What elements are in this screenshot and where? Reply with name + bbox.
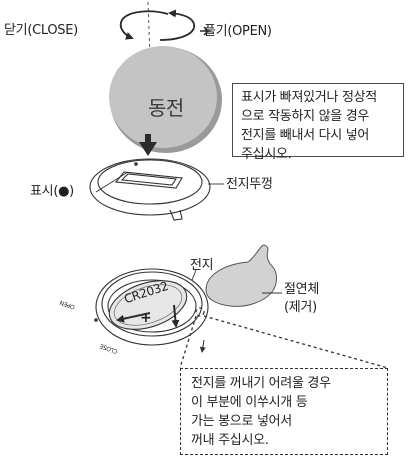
note-line: 주십시오. — [241, 147, 292, 162]
cover-mark — [134, 162, 138, 166]
note-line: 전지를 빼내서 다시 넣어 — [241, 128, 370, 143]
open-arrow-icon — [200, 26, 210, 36]
holder-mark — [94, 318, 98, 322]
rotation-arrows — [119, 9, 195, 41]
battery-slide-arrow — [116, 312, 151, 323]
tip-line: 꺼내 주십시오. — [191, 433, 269, 448]
close-rotation-arrow — [119, 10, 169, 40]
cover-slot — [114, 171, 183, 189]
battery-leader — [191, 269, 197, 281]
tip-line: 가는 봉으로 넣어서 — [191, 414, 292, 429]
insulator-remove-label: (제거) — [284, 300, 317, 315]
battery-label: 전지 — [190, 258, 214, 273]
battery-cover — [89, 158, 211, 221]
close-label: 닫기(CLOSE) — [4, 23, 78, 38]
mark-leader — [95, 171, 129, 193]
battery-polarity-label: + — [140, 310, 152, 326]
insulator-label: 절연체 — [284, 282, 319, 297]
tip-line: 전지를 꺼내기 어려울 경우 — [191, 376, 331, 391]
note-line: 표시가 빠져있거나 정상적 — [241, 90, 377, 105]
insulator — [205, 244, 277, 307]
coin-label: 동전 — [148, 96, 184, 120]
tip-pointer-down — [199, 339, 206, 353]
open-label: 풀기(OPEN) — [204, 24, 272, 39]
battery-lift-arrow — [171, 304, 180, 328]
battery-cover-label: 전지뚜껑 — [226, 177, 273, 192]
removal-tip-note: 전지를 꺼내기 어려울 경우 이 부분에 이쑤시개 등 가는 봉으로 넣어서 꺼… — [180, 368, 388, 455]
cover-tab — [169, 209, 183, 221]
mark-missing-note: 표시가 빠져있거나 정상적 으로 작동하지 않을 경우 전지를 빼내서 다시 넣… — [232, 83, 404, 162]
coin — [109, 46, 222, 153]
open-rotation-arrow — [159, 9, 195, 41]
note-line: 으로 작동하지 않을 경우 — [241, 109, 370, 124]
mark-label: 표시(●) — [30, 184, 74, 199]
tip-pointer — [179, 307, 389, 369]
insert-arrow — [139, 134, 157, 156]
tip-line: 이 부분에 이쑤시개 등 — [191, 395, 308, 410]
